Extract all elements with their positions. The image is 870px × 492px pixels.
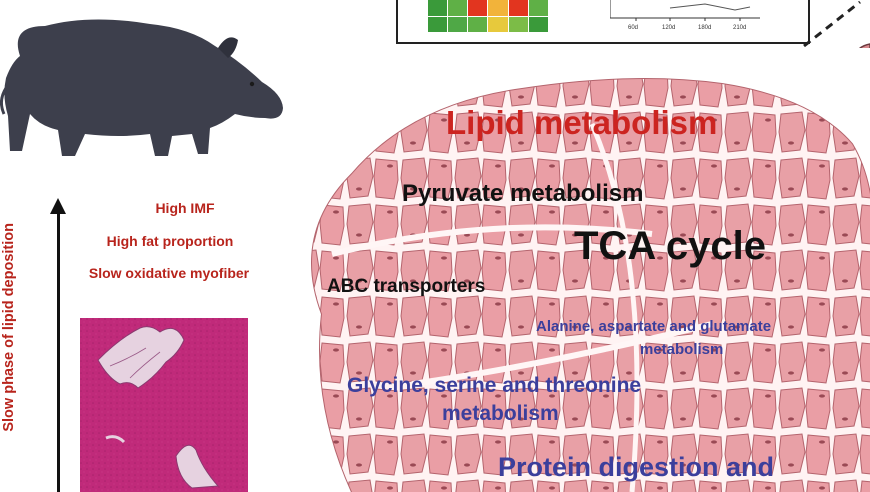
muscle-cross-section — [311, 78, 870, 492]
pathway-glycine-line2: metabolism — [442, 402, 559, 425]
pathway-alanine-line2: metabolism — [640, 341, 724, 358]
x-tick: 210d — [733, 25, 747, 31]
pathway-abc-transporters: ABC transporters — [327, 276, 486, 297]
axis-label: Slow phase of lipid deposition — [1, 223, 17, 432]
heatmap — [428, 0, 548, 32]
pathway-glycine-line1: Glycine, serine and threonine — [347, 374, 642, 397]
pathway-tca-cycle: TCA cycle — [574, 224, 766, 268]
pathway-alanine-line1: Alanine, aspartate and glutamate — [536, 318, 772, 335]
pig-illustration — [0, 19, 284, 156]
histology-image — [80, 318, 248, 492]
mini-line-chart — [610, 0, 760, 21]
pathway-lipid-metabolism: Lipid metabolism — [446, 104, 718, 141]
dashed-connector — [803, 0, 870, 48]
arrow-up-icon — [50, 198, 66, 214]
x-tick: 120d — [662, 25, 676, 31]
arrow-shaft — [57, 210, 60, 492]
pathway-pyruvate: Pyruvate metabolism — [402, 180, 644, 207]
pathway-protein-digestion: Protein digestion and — [498, 452, 775, 482]
x-tick: 180d — [698, 25, 712, 31]
trait-label: High fat proportion — [106, 233, 234, 249]
x-tick: 60d — [628, 25, 639, 31]
trait-label: Slow oxidative myofiber — [88, 265, 250, 281]
trait-label: High IMF — [155, 200, 215, 216]
